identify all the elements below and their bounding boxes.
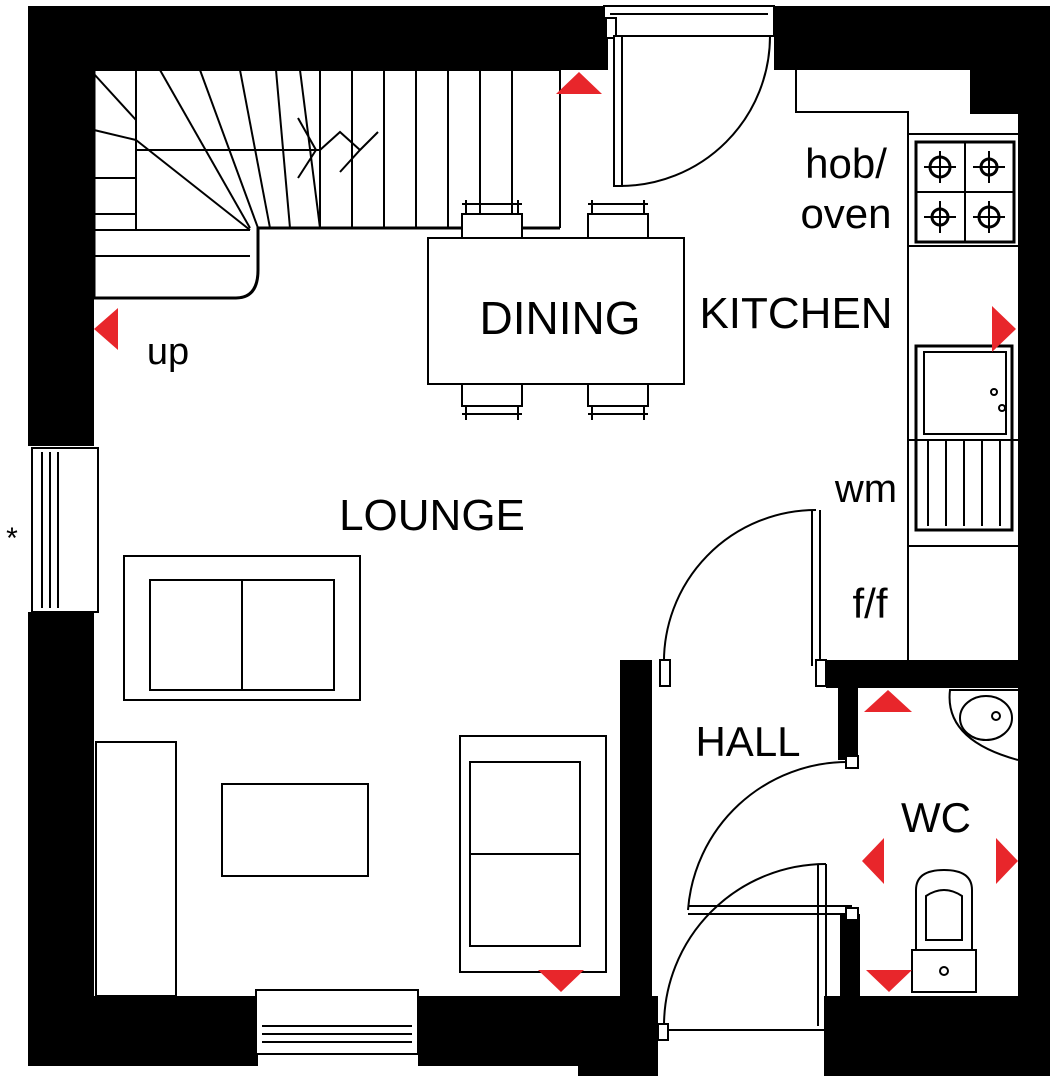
armchair — [459, 735, 607, 973]
wc-basin-icon — [948, 689, 1019, 761]
hob-label-line1: hob/ — [805, 140, 887, 187]
window-left — [31, 447, 99, 613]
arrow-down-icon — [538, 970, 584, 992]
dining-chair — [587, 200, 649, 239]
lounge-label: LOUNGE — [339, 491, 525, 540]
indicator-arrows — [94, 72, 1018, 992]
arrow-left-icon — [94, 308, 118, 350]
dining-chair — [461, 200, 523, 239]
arrow-left-icon — [862, 838, 884, 884]
arrow-down-icon — [866, 970, 912, 992]
kitchen-label: KITCHEN — [699, 289, 892, 338]
wm-label: wm — [834, 467, 897, 511]
window-marker: * — [6, 522, 18, 555]
window-bottom — [255, 989, 419, 1055]
kitchen-counter — [795, 70, 1018, 660]
toilet-icon — [911, 868, 977, 993]
tv-unit — [95, 741, 177, 997]
hob-label-line2: oven — [800, 190, 891, 237]
arrow-up-icon — [864, 690, 912, 712]
arrow-right-icon — [992, 306, 1016, 352]
ff-label: f/f — [852, 580, 887, 627]
sofa — [123, 555, 361, 701]
door-wc — [687, 755, 859, 921]
dining-table — [427, 200, 685, 420]
hall-label: HALL — [695, 718, 800, 765]
coffee-table — [221, 783, 369, 877]
wc-label: WC — [901, 794, 971, 841]
arrow-up-icon — [556, 72, 602, 94]
dining-chair — [587, 383, 649, 420]
stairs-up-label: up — [147, 331, 189, 373]
door-top — [603, 5, 775, 187]
door-hall-kitchen — [659, 509, 827, 687]
dining-label: DINING — [480, 292, 641, 344]
hob-icon — [914, 140, 1016, 244]
arrow-right-icon — [996, 838, 1018, 884]
kitchen-sink-icon — [908, 344, 1018, 532]
staircase — [92, 69, 561, 300]
dining-chair — [461, 383, 523, 420]
outer-walls — [28, 6, 1050, 1076]
door-front — [657, 863, 827, 1041]
